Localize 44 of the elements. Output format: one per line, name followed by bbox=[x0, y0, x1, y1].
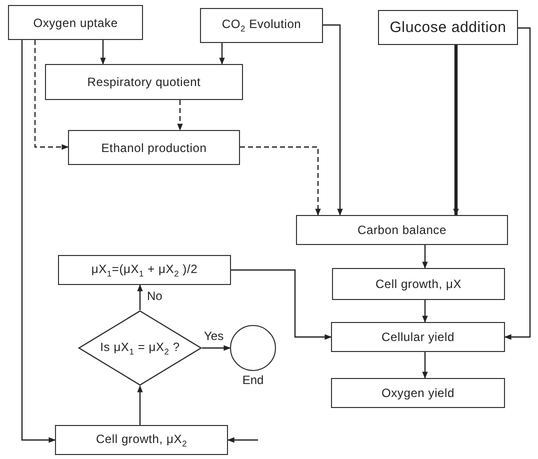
process-box bbox=[296, 215, 508, 245]
node-label: Carbon balance bbox=[358, 223, 446, 237]
arrow bbox=[137, 385, 143, 425]
arrow bbox=[422, 352, 428, 379]
arrow bbox=[323, 24, 343, 216]
arrow bbox=[100, 40, 106, 65]
node-label: Oxygen uptake bbox=[33, 16, 118, 30]
process-box bbox=[378, 10, 518, 45]
arrow bbox=[240, 146, 321, 216]
node-label: Is μX$_{1}$ = μX$_{2}$ ? bbox=[100, 340, 180, 356]
node-label: Respiratory quotient bbox=[87, 75, 201, 89]
node-label: Cellular yield bbox=[382, 330, 454, 344]
process-box bbox=[58, 255, 231, 285]
edge-label: No bbox=[146, 289, 164, 303]
process-box bbox=[68, 130, 240, 165]
process-box bbox=[55, 425, 228, 455]
arrow bbox=[34, 40, 69, 150]
node-caption: End bbox=[242, 373, 264, 387]
arrow bbox=[137, 284, 143, 310]
arrow bbox=[219, 43, 225, 65]
arrow bbox=[177, 100, 183, 131]
node-label: Cell growth, μX bbox=[375, 277, 462, 291]
node-label: Oxygen yield bbox=[382, 386, 454, 400]
arrow bbox=[504, 27, 531, 340]
node-label: Cell growth, μX$_{2}$ bbox=[96, 432, 188, 448]
decision-diamond bbox=[78, 310, 202, 386]
node-label: Glucose addition bbox=[390, 19, 506, 36]
process-box bbox=[332, 268, 505, 300]
arrow bbox=[21, 40, 56, 443]
node-label: CO$_{2}$ Evolution bbox=[222, 17, 302, 34]
edge-label: Yes bbox=[203, 329, 225, 343]
process-box bbox=[331, 322, 505, 352]
arrow bbox=[422, 245, 428, 269]
arrow bbox=[227, 437, 258, 443]
arrow bbox=[231, 269, 332, 340]
arrow bbox=[453, 45, 459, 216]
arrow bbox=[422, 300, 428, 323]
process-box bbox=[45, 64, 243, 100]
process-box bbox=[8, 5, 143, 40]
node-label: μX$_{1}$=(μX$_{1}$ + μX$_{2}$ )/2 bbox=[91, 262, 198, 278]
node-label: Ethanol production bbox=[101, 140, 207, 154]
process-box bbox=[331, 378, 505, 408]
arrow bbox=[202, 345, 231, 351]
process-box bbox=[200, 8, 323, 43]
